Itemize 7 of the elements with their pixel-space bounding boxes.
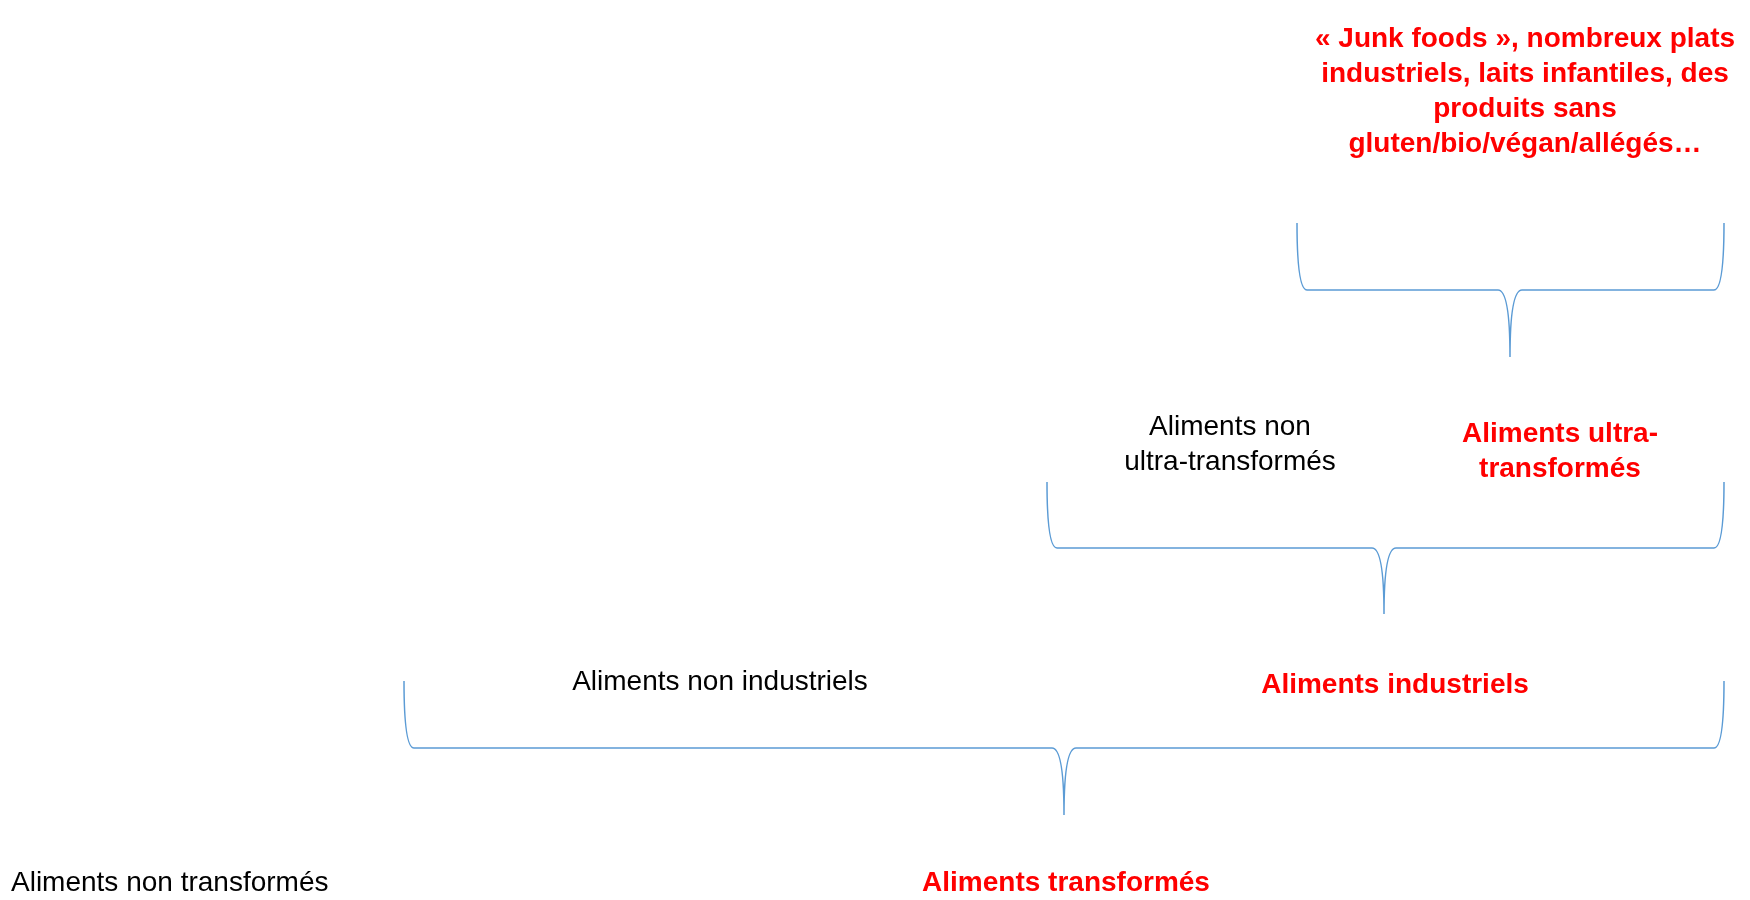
category-label: Aliments ultra-transformés	[1461, 416, 1659, 485]
example-list: « Junk foods », nombreux plats industriels, laits infantiles, des produits sans gluten/bio/végan/allégés…	[1310, 20, 1740, 160]
category-label: Aliments non transformés	[11, 865, 329, 899]
category-label: Aliments transformés	[921, 865, 1211, 899]
category-label: Aliments non ultra-transformés	[1123, 409, 1337, 478]
category-label: Aliments industriels	[1260, 667, 1530, 701]
category-label: Aliments non industriels	[571, 664, 869, 698]
